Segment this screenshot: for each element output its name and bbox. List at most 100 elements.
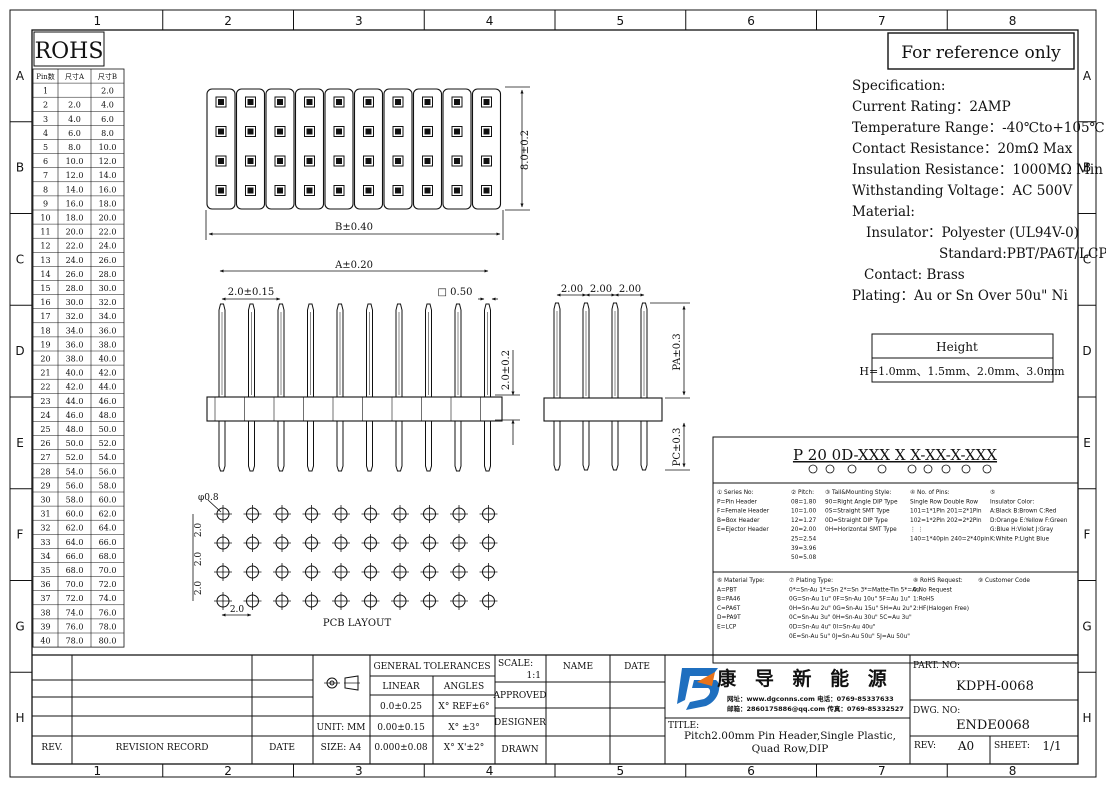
pin-outline [392,185,404,196]
spec-voltage: Withstanding Voltage：AC 500V [852,183,1072,199]
pin-square [365,128,372,135]
pin-square [365,158,372,164]
pin-table-cell: 50.0 [66,439,84,448]
pin-outline [392,96,404,108]
code-legend-line: 12=1.27 [791,518,816,524]
pin-outline [363,185,374,196]
pin-table-cell: 30.0 [66,298,84,307]
zone-column-label: 8 [1009,764,1017,778]
pin-square [454,128,460,135]
pin-table-cell: 46.0 [99,397,117,406]
pin-outline [333,185,345,196]
pin-upper [218,303,226,397]
code-legend-line: A=PBT [717,587,737,593]
pin-table-cell: 20.0 [99,214,117,223]
pin-table-cell: 12 [40,242,50,251]
pin-table-cell: 13 [40,256,50,265]
pin-square [483,99,490,105]
pin-square [218,158,224,164]
pin-table-cell: 74.0 [99,594,117,603]
zone-column-label: 5 [617,14,625,28]
pin-square [483,187,490,194]
spec-contact-resistance: Contact Resistance：20mΩ Max [852,141,1073,157]
rev-label: REV: [914,741,936,751]
pin-table-cell: 14 [40,270,50,279]
zone-row-label: C [1083,252,1091,266]
pin-outline [245,96,256,108]
code-marker [923,464,933,474]
pin-outline [422,155,433,167]
code-legend-line: 08=1.80 [791,499,816,505]
pin-table-cell: 17 [40,312,50,321]
drawing-title: Pitch2.00mm Pin Header,Single Plastic, [684,730,896,742]
housing-segment [412,88,443,210]
code-legend-line: ② Pitch: [791,489,814,496]
code-legend-line: E=Ejector Header [717,527,769,533]
drawn-label: DRAWN [501,745,538,755]
pin-outline [481,126,492,137]
pin-square [395,187,401,194]
unit-label: UNIT: MM [316,723,365,733]
revision-value: A0 [957,739,974,753]
pin-outline [274,185,286,196]
pin-square [395,128,401,135]
zone-column-label: 5 [617,764,625,778]
pin-table-cell: 36.0 [99,326,117,335]
pin-outline [451,126,463,137]
pin-outline [215,155,227,167]
drawing-number: ENDE0068 [956,718,1030,733]
pin-square [336,128,342,135]
height-options: H=1.0mm、1.5mm、2.0mm、3.0mm [859,365,1065,378]
pin-table-cell: 64.0 [99,524,117,533]
pin-square [306,158,313,164]
revision-record-header: REVISION RECORD [116,743,209,753]
pin-table-cell: 22.0 [66,242,84,251]
pin-table-cell: 18.0 [66,214,84,223]
pin-upper [454,303,462,397]
angle-tolerance-1: X° REF±6° [438,702,489,712]
side-body [543,397,663,422]
size-label: SIZE: A4 [321,743,362,753]
b-dimension: B±0.40 [335,222,373,233]
pin-outline [333,126,345,137]
pin-outline [451,155,463,167]
housing-segment [265,88,295,210]
zone-column-label: 4 [486,764,494,778]
pin-table-cell: 21 [40,369,50,378]
pin-outline [274,155,286,167]
body-height-dimension: 2.0±0.2 [501,350,512,390]
pin-square [306,99,313,105]
code-legend-line: 102=1*2Pin 202=2*2Pin [910,518,982,524]
pin-table-cell: 60.0 [66,510,84,519]
pin-outline [363,126,374,137]
pin-table-cell: 74.0 [66,608,84,617]
pin-table-cell: 23 [40,397,50,406]
pin-table-cell: 2.0 [68,101,81,110]
tolerance-3: 0.000±0.08 [374,743,428,753]
pin-square [277,128,283,135]
code-legend-line: D=PA9T [717,615,741,621]
pin-table-header: 尺寸A [65,72,85,81]
pin-table-cell: 34.0 [66,326,84,335]
a-dimension: A±0.20 [334,260,373,271]
pin-table-cell: 68.0 [99,552,117,561]
pin-outline [304,155,315,167]
pin-table-cell: 10.0 [66,157,84,166]
height-title: Height [936,340,978,354]
pin-outline [245,185,256,196]
pin-table-cell: 78.0 [66,637,84,646]
pin-outline [451,185,463,196]
spec-standard: Standard:PBT/PA6T/LCP [939,246,1106,262]
code-legend-line: 10=1.00 [791,509,816,515]
pin-table-cell: 6 [43,157,48,166]
date-column-header: DATE [624,662,650,672]
pin-square [365,99,372,105]
pin-square [306,128,313,135]
zone-row-label: A [16,69,25,83]
housing-segment [294,88,325,210]
housing-segment [324,88,354,210]
zone-column-label: 2 [224,764,232,778]
designer-label: DESIGNER [494,718,546,728]
code-legend-line: B=PA46 [717,597,741,603]
